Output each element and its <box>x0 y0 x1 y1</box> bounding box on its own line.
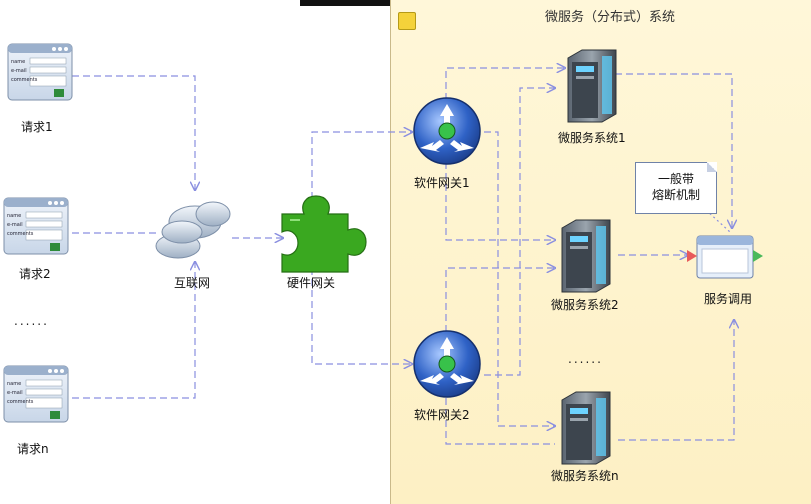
microservice-2-label: 微服务系统2 <box>551 298 619 312</box>
note-line-2: 熔断机制 <box>651 188 700 202</box>
svg-text:e-mail: e-mail <box>7 390 23 396</box>
svg-text:e-mail: e-mail <box>11 68 27 74</box>
connector-ms1-call <box>615 73 732 228</box>
microservice-1-label: 微服务系统1 <box>558 131 626 145</box>
gateway-2-label: 软件网关2 <box>414 408 470 422</box>
svg-text:comments: comments <box>11 77 38 83</box>
internet-label: 互联网 <box>174 276 211 290</box>
connector-gw2-ms1 <box>484 88 555 376</box>
server-2-icon <box>561 219 611 293</box>
region-title: 微服务（分布式）系统 <box>544 10 675 25</box>
connector-gw1-ms1 <box>445 68 565 100</box>
window-icon <box>687 235 763 279</box>
circuit-breaker-note: 一般带 熔断机制 <box>635 162 717 214</box>
request-form-2-icon: name e-mail comments <box>3 197 69 255</box>
note-line-1: 一般带 <box>657 172 694 186</box>
request-2-label: 请求2 <box>19 267 51 281</box>
gateway-2-icon <box>413 330 481 398</box>
connector-msn-call <box>618 320 734 441</box>
connector-hw-gw1 <box>311 132 412 210</box>
connector-gw2-ms2 <box>445 268 555 332</box>
region-marker-icon <box>398 12 416 30</box>
connectors <box>72 68 734 445</box>
connector-gw1-ms2 <box>445 162 555 240</box>
svg-text:comments: comments <box>7 231 34 237</box>
gateway-1-label: 软件网关1 <box>414 176 470 190</box>
svg-text:comments: comments <box>7 399 34 405</box>
server-1-icon <box>567 49 617 123</box>
puzzle-icon <box>281 195 367 273</box>
connector-req1-internet <box>72 75 195 190</box>
gateway-1-icon <box>413 97 481 165</box>
microservice-n-label: 微服务系统n <box>551 469 619 483</box>
request-n-label: 请求n <box>17 442 49 456</box>
hardware-gateway-label: 硬件网关 <box>287 276 336 290</box>
service-call-label: 服务调用 <box>704 292 753 306</box>
request-form-1-icon: name e-mail comments <box>7 43 73 101</box>
connector-gw2-msn <box>445 398 555 445</box>
connector-reqn-internet <box>72 262 195 399</box>
svg-text:name: name <box>7 213 21 219</box>
request-ellipsis: ...... <box>14 314 49 328</box>
cloud-icon <box>155 201 231 259</box>
request-form-n-icon: name e-mail comments <box>3 365 69 423</box>
svg-text:name: name <box>7 381 21 387</box>
service-ellipsis: ...... <box>568 352 603 366</box>
request-1-label: 请求1 <box>21 120 53 134</box>
connector-gw1-msn <box>484 131 555 426</box>
svg-text:e-mail: e-mail <box>7 222 23 228</box>
svg-text:name: name <box>11 59 25 65</box>
server-n-icon <box>561 391 611 465</box>
